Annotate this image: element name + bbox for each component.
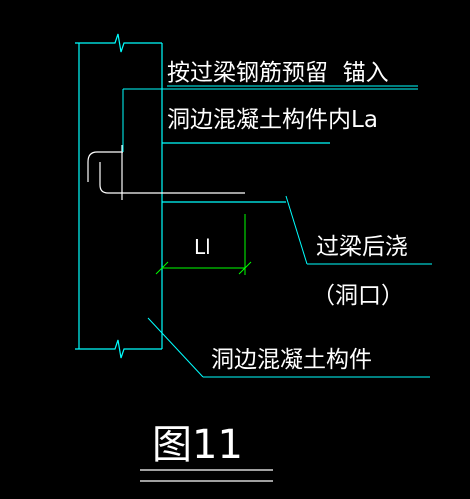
edge-member-outline — [75, 33, 163, 359]
opening-label: （洞口） — [312, 283, 404, 309]
lintel-pour-label: 过梁后浇 — [316, 234, 408, 260]
edge-member-label: 洞边混凝土构件 — [211, 347, 372, 373]
figure-title-underline — [140, 469, 273, 482]
leader-lines — [122, 85, 432, 378]
figure-title: 图11 — [152, 422, 243, 468]
reserved-rebar — [87, 145, 245, 200]
dimension-ll — [155, 214, 252, 275]
note-line1: 按过梁钢筋预留 锚入 — [167, 60, 389, 86]
lintel-outline — [162, 142, 330, 203]
dimension-ll-label: Ll — [194, 235, 211, 259]
note-line2: 洞边混凝土构件内La — [167, 107, 378, 133]
